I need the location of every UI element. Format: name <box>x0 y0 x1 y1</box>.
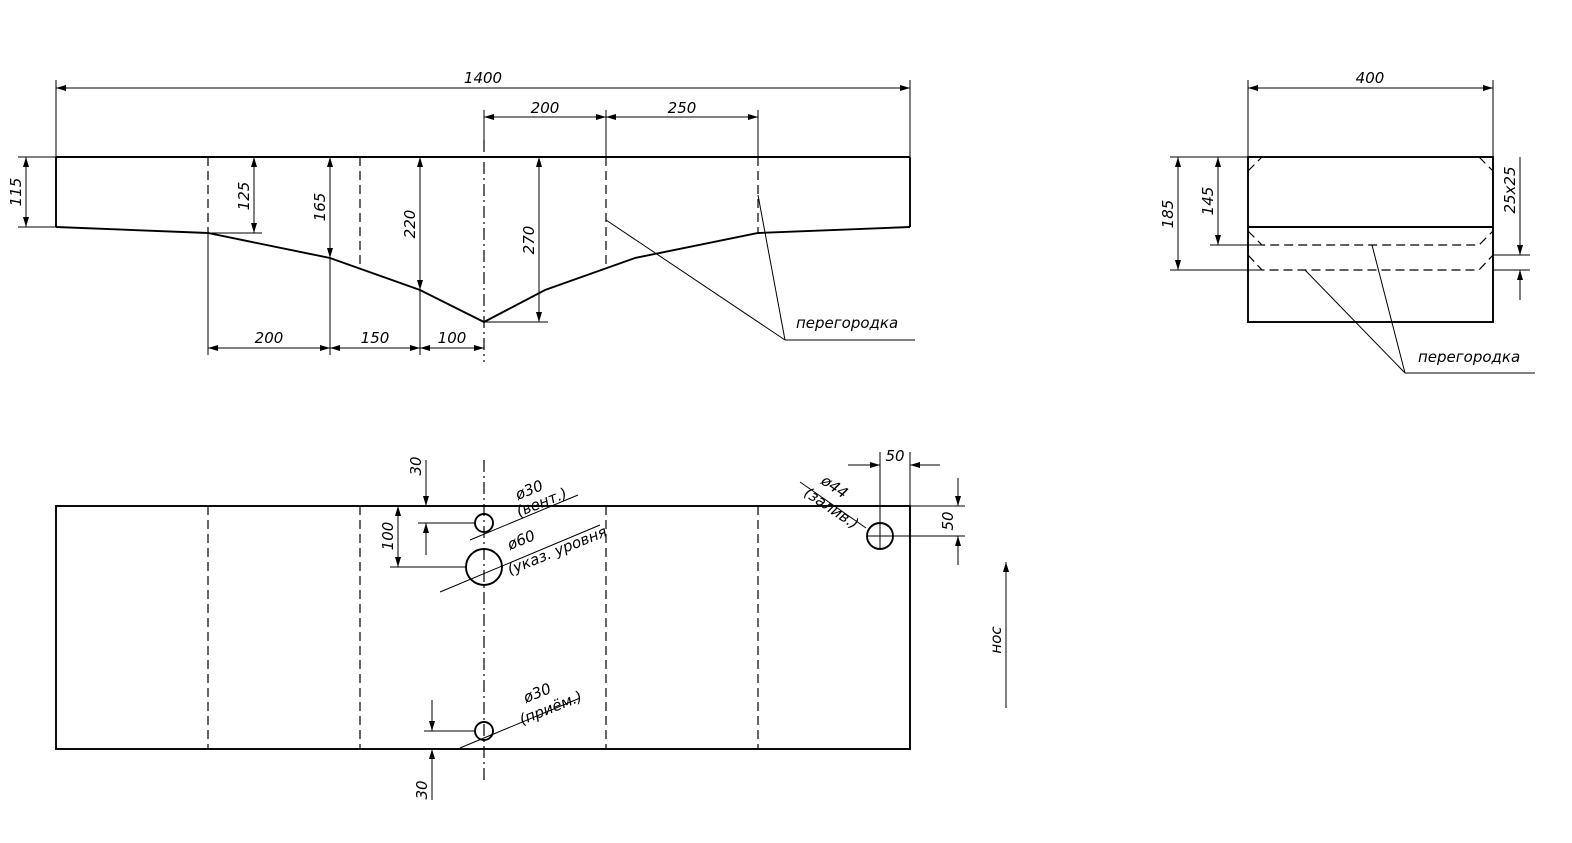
front-view: 1400 200 250 115 125 165 220 270 <box>7 69 915 362</box>
partition-label: перегородка <box>796 314 898 332</box>
plan-outline <box>55 505 911 750</box>
leader-line <box>1304 269 1406 374</box>
dim-100-bottom: 100 <box>438 329 467 347</box>
partition-label: перегородка <box>1418 348 1520 366</box>
dim-145: 145 <box>1199 187 1217 216</box>
partition-hidden-1 <box>1247 230 1494 246</box>
dim-200-top: 200 <box>531 99 560 117</box>
dim-30-top: 30 <box>407 456 425 475</box>
leader-line <box>757 194 786 341</box>
tank-bottom-profile <box>55 226 911 324</box>
fillet-line <box>1247 156 1263 172</box>
leader-line <box>439 524 601 593</box>
dim-25x25: 25x25 <box>1501 166 1519 213</box>
bow-label: нос <box>987 626 1005 654</box>
fillet-line <box>1478 156 1494 172</box>
side-view: 400 185 145 25x25 перегородка <box>1159 69 1535 374</box>
side-outline <box>1247 156 1494 323</box>
partition-hidden-2 <box>1247 254 1494 271</box>
dim-400: 400 <box>1356 69 1385 87</box>
dim-125: 125 <box>235 182 253 211</box>
dim-250-top: 250 <box>668 99 697 117</box>
leader-line <box>1371 244 1406 374</box>
dim-200-bottom: 200 <box>255 329 284 347</box>
leader-line <box>799 481 867 529</box>
dim-50-vertical: 50 <box>939 511 957 530</box>
dim-220: 220 <box>401 210 419 239</box>
top-view: 30 100 30 ø30 (вент.) ø60 (указ. уровня … <box>55 447 1009 800</box>
dim-30-bottom: 30 <box>413 780 431 799</box>
leader-line <box>459 697 581 749</box>
dim-1400: 1400 <box>464 69 502 87</box>
intake-hole <box>474 721 494 741</box>
dim-270: 270 <box>520 226 538 255</box>
dim-100: 100 <box>379 522 397 551</box>
dim-165: 165 <box>311 193 329 222</box>
leader-line <box>469 494 579 541</box>
dim-115: 115 <box>7 178 25 207</box>
dim-50-horizontal: 50 <box>885 447 904 465</box>
leader-line <box>605 219 786 341</box>
dim-185: 185 <box>1159 200 1177 229</box>
dim-150-bottom: 150 <box>361 329 390 347</box>
